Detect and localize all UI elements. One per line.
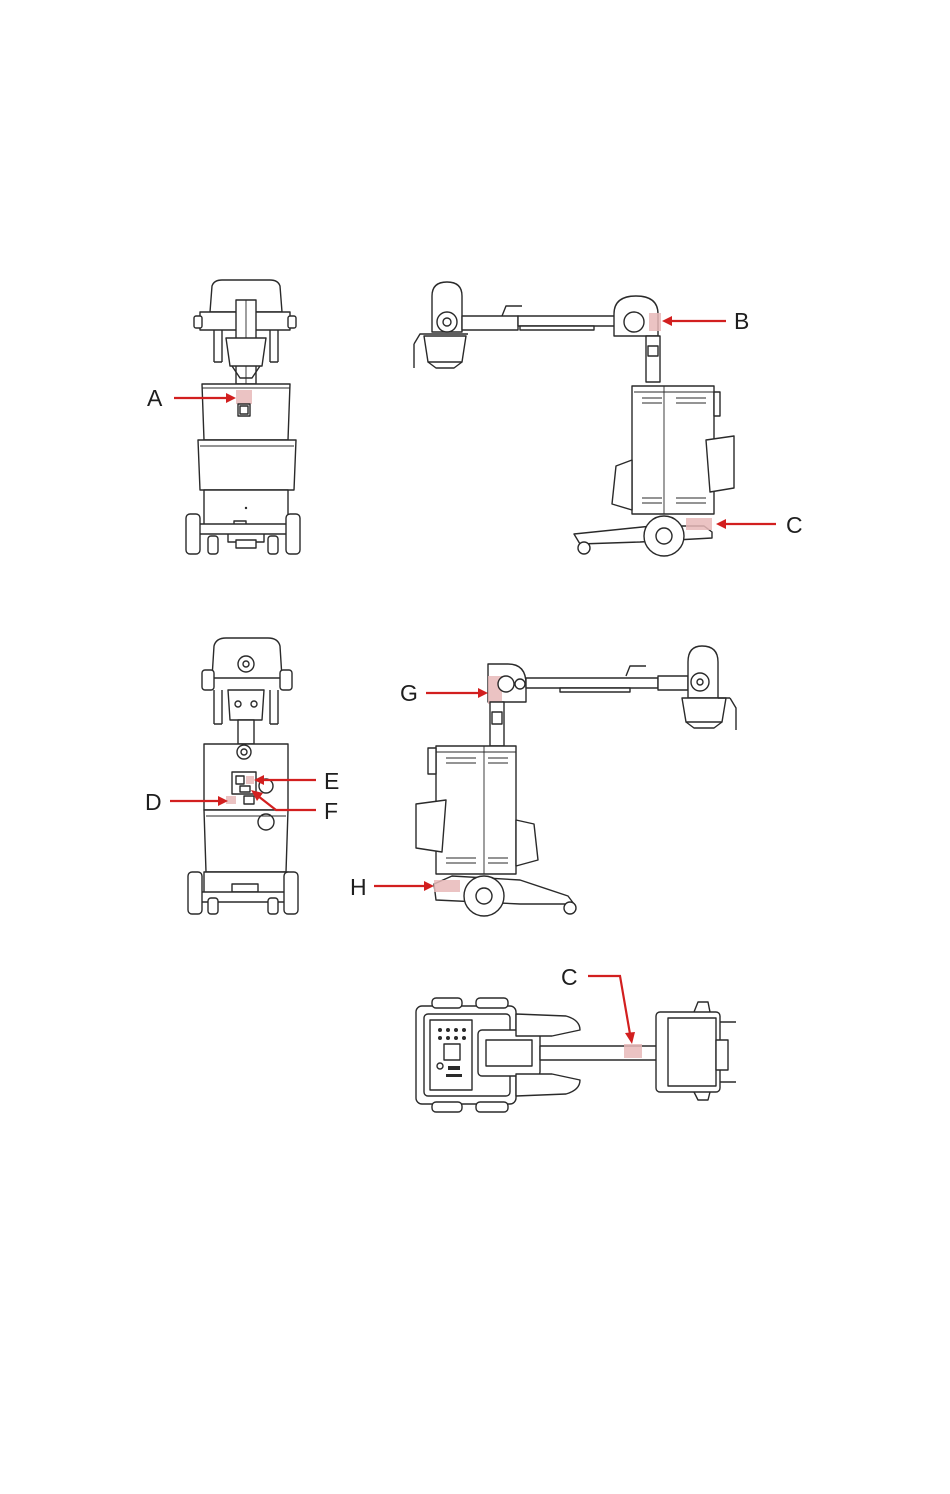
rear-view — [188, 638, 298, 914]
callout-e: E — [324, 768, 339, 794]
arrowhead-g — [478, 688, 488, 698]
callout-g: G — [400, 680, 418, 706]
arrowhead-c-side — [716, 519, 726, 529]
side-view-right — [414, 282, 734, 556]
side-view-left — [416, 646, 736, 916]
top-view — [416, 998, 736, 1112]
callout-h: H — [350, 874, 367, 900]
callout-b: B — [734, 308, 749, 334]
callout-c-top: C — [561, 964, 578, 990]
callout-f: F — [324, 798, 338, 824]
front-view — [186, 280, 300, 554]
arrowhead-c-top — [625, 1032, 635, 1044]
arrowhead-h — [424, 881, 434, 891]
arrow-c-top — [588, 976, 630, 1034]
callout-a: A — [147, 385, 163, 411]
arrowhead-b — [662, 316, 672, 326]
callout-d: D — [145, 789, 162, 815]
callout-c-side: C — [786, 512, 803, 538]
